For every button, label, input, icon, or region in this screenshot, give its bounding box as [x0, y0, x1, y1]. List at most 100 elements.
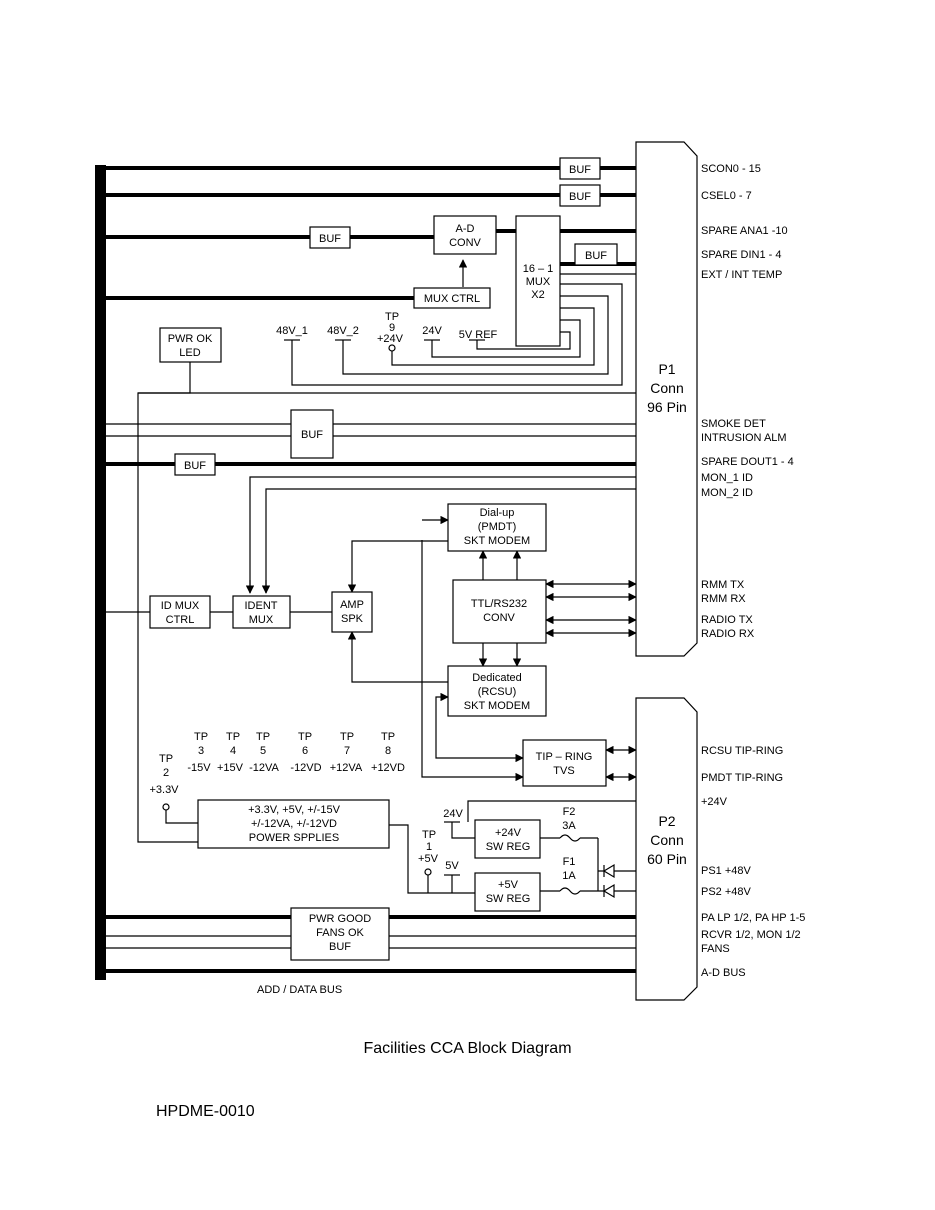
- sig-mon1-id: MON_1 ID: [701, 472, 753, 484]
- tp1-label-2: 1: [426, 841, 432, 853]
- p2-connector: [635, 697, 698, 1001]
- p2-label-1: P2: [658, 813, 675, 829]
- tp6-label-1: TP: [298, 731, 312, 743]
- id-mux-ctrl-label-1: ID MUX: [161, 600, 200, 612]
- sig-ext-int-temp: EXT / INT TEMP: [701, 269, 782, 281]
- rail-5v-label: 5V: [445, 860, 459, 872]
- sig-rmm-tx: RMM TX: [701, 579, 745, 591]
- dialup-modem-block: [447, 503, 547, 552]
- buf-dout-block: [174, 453, 216, 476]
- sig-rcvr: RCVR 1/2, MON 1/2: [701, 929, 801, 941]
- sig-ps1-48v: PS1 +48V: [701, 865, 752, 877]
- dedicated-modem-label-3: SKT MODEM: [464, 700, 530, 712]
- ident-mux-block: [232, 595, 291, 629]
- sig-spare-din: SPARE DIN1 - 4: [701, 249, 782, 261]
- tp3-label-2: 3: [198, 745, 204, 757]
- buf-csel-label: BUF: [569, 191, 591, 203]
- pwr-good-label-1: PWR GOOD: [309, 913, 371, 925]
- tp8-label-1: TP: [381, 731, 395, 743]
- pwr-good-block: [290, 907, 390, 961]
- p1-label-2: Conn: [650, 380, 683, 396]
- sig-intrusion-alm: INTRUSION ALM: [701, 432, 787, 444]
- sw-reg-24-label-1: +24V: [495, 827, 522, 839]
- sig-csel: CSEL0 - 7: [701, 190, 752, 202]
- buf-smoke-label: BUF: [301, 429, 323, 441]
- tp5-label-2: 5: [260, 745, 266, 757]
- sig-fans: FANS: [701, 943, 730, 955]
- adc-label-1: A-D: [456, 223, 475, 235]
- sig-radio-tx: RADIO TX: [701, 614, 753, 626]
- tp9-label-3: +24V: [377, 333, 404, 345]
- buf-ana-block: [309, 226, 351, 249]
- buf-smoke-block: [290, 409, 334, 459]
- sig-rcsu-tip-ring: RCSU TIP-RING: [701, 745, 783, 757]
- f2-label-2: 3A: [562, 820, 576, 832]
- tp7-label-1: TP: [340, 731, 354, 743]
- mux-label-3: X2: [531, 289, 544, 301]
- dedicated-modem-block: [447, 665, 547, 717]
- adc-label-2: CONV: [449, 237, 481, 249]
- sw-reg-24-block: [474, 819, 541, 859]
- buf-din-block: [574, 243, 618, 266]
- power-supplies-label-3: POWER SPPLIES: [249, 832, 339, 844]
- sig-rmm-rx: RMM RX: [701, 593, 746, 605]
- p1-connector: [635, 141, 698, 657]
- amp-spk-label-1: AMP: [340, 599, 364, 611]
- ttl-conv-label-2: CONV: [483, 612, 515, 624]
- sw-reg-5-label-2: SW REG: [486, 893, 531, 905]
- p1-label-1: P1: [658, 361, 675, 377]
- tp7-label-3: +12VA: [330, 762, 363, 774]
- tp4-label-2: 4: [230, 745, 236, 757]
- sig-pa-lp: PA LP 1/2, PA HP 1-5: [701, 912, 805, 924]
- sig-spare-dout: SPARE DOUT1 - 4: [701, 456, 794, 468]
- p2-label-3: 60 Pin: [647, 851, 687, 867]
- add-data-bus: [95, 165, 106, 980]
- mux-block: [515, 215, 561, 347]
- mux-label-1: 16 – 1: [523, 263, 554, 275]
- arrow-wires: [245, 259, 637, 782]
- dialup-modem-label-3: SKT MODEM: [464, 535, 530, 547]
- pwr-ok-led-label-2: LED: [179, 347, 200, 359]
- sig-24v: +24V: [701, 796, 728, 808]
- ident-mux-label-2: MUX: [249, 614, 274, 626]
- buf-csel-block: [559, 184, 601, 207]
- rail-5vref-label: 5V REF: [459, 329, 498, 341]
- mux-label-2: MUX: [526, 276, 551, 288]
- tp9-label-2: 9: [389, 322, 395, 334]
- tp4-label-3: +15V: [217, 762, 244, 774]
- sig-smoke-det: SMOKE DET: [701, 418, 766, 430]
- buf-scon-block: [559, 157, 601, 180]
- pwr-ok-led-block: [159, 327, 222, 363]
- amp-spk-label-2: SPK: [341, 613, 364, 625]
- f1-label-1: F1: [563, 856, 576, 868]
- mux-ctrl-block: [413, 287, 491, 309]
- f1-label-2: 1A: [562, 870, 576, 882]
- fuse-icon: [559, 834, 581, 895]
- id-mux-ctrl-block: [149, 595, 211, 629]
- sig-pmdt-tip-ring: PMDT TIP-RING: [701, 772, 783, 784]
- power-supplies-label-2: +/-12VA, +/-12VD: [251, 818, 337, 830]
- adc-block: [433, 215, 497, 255]
- rail-48v1-label: 48V_1: [276, 325, 308, 337]
- tp7-label-2: 7: [344, 745, 350, 757]
- ident-mux-label-1: IDENT: [245, 600, 278, 612]
- diagram-caption: Facilities CCA Block Diagram: [363, 1040, 572, 1057]
- sig-spare-ana: SPARE ANA1 -10: [701, 225, 788, 237]
- amp-spk-block: [331, 591, 373, 633]
- tip-ring-block: [522, 739, 607, 787]
- power-supplies-label-1: +3.3V, +5V, +/-15V: [248, 804, 341, 816]
- tp5-label-3: -12VA: [249, 762, 279, 774]
- sw-reg-5-label-1: +5V: [498, 879, 519, 891]
- sig-mon2-id: MON_2 ID: [701, 487, 753, 499]
- id-mux-ctrl-label-2: CTRL: [166, 614, 195, 626]
- rail-24v-label: 24V: [422, 325, 442, 337]
- tp2-label-2: 2: [163, 767, 169, 779]
- buf-din-label: BUF: [585, 250, 607, 262]
- tp9-label-1: TP: [385, 311, 399, 323]
- tp8-label-3: +12VD: [371, 762, 405, 774]
- power-supplies-block: [197, 799, 390, 849]
- diode-icon: [602, 863, 615, 899]
- tp3-label-1: TP: [194, 731, 208, 743]
- p1-label-3: 96 Pin: [647, 399, 687, 415]
